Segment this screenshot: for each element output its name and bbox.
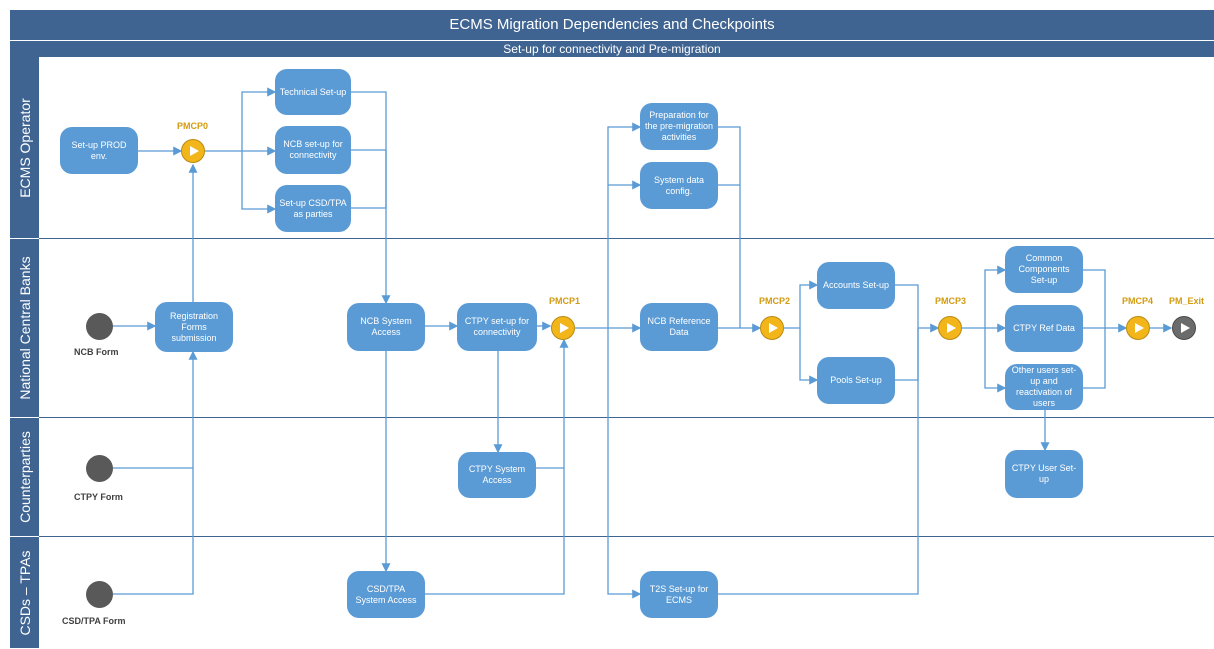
pmcp2-checkpoint-icon: [760, 316, 784, 340]
task-common-components-setup: Common Components Set-up: [1005, 246, 1083, 293]
pm-exit-label: PM_Exit: [1169, 296, 1205, 306]
task-registration-forms-submission: Registration Forms submission: [155, 302, 233, 352]
pmcp3-label: PMCP3: [935, 296, 967, 306]
lane-counterparties: Counterparties: [10, 418, 39, 537]
phase-subtitle: Set-up for connectivity and Pre-migratio…: [10, 40, 1214, 57]
connector: [984, 328, 1007, 393]
lane-ecms-operator: ECMS Operator: [10, 57, 39, 239]
csd-tpa-form-start-event: [86, 581, 113, 608]
task-other-users-setup: Other users set-up and reactivation of u…: [1005, 364, 1083, 410]
task-pools-setup: Pools Set-up: [817, 357, 895, 404]
task-preparation-premigration: Preparation for the pre-migration activi…: [640, 103, 718, 150]
task-csd-tpa-system-access: CSD/TPA System Access: [347, 571, 425, 618]
pmcp3-checkpoint-icon: [938, 316, 962, 340]
connector: [895, 284, 919, 328]
task-ncb-reference-data: NCB Reference Data: [640, 303, 718, 351]
task-ctpy-ref-data: CTPY Ref Data: [1005, 305, 1083, 352]
diagram-title: ECMS Migration Dependencies and Checkpoi…: [10, 10, 1214, 40]
task-t2s-setup-ecms: T2S Set-up for ECMS: [640, 571, 718, 618]
task-ncb-system-access: NCB System Access: [347, 303, 425, 351]
csd-tpa-form-label: CSD/TPA Form: [62, 616, 126, 626]
task-system-data-config: System data config.: [640, 162, 718, 209]
task-technical-setup: Technical Set-up: [275, 69, 351, 115]
ncb-form-label: NCB Form: [74, 347, 119, 357]
connector: [784, 280, 819, 329]
lane-divider: [39, 417, 1214, 418]
lane-divider: [39, 536, 1214, 537]
connector: [113, 468, 194, 595]
connector: [351, 150, 387, 209]
pmcp0-label: PMCP0: [177, 121, 209, 131]
pm-exit-end-icon: [1172, 316, 1196, 340]
task-ctpy-setup-connectivity: CTPY set-up for connectivity: [457, 303, 537, 351]
connector: [984, 265, 1007, 328]
connector: [895, 328, 919, 381]
lane-national-central-banks: National Central Banks: [10, 239, 39, 418]
ctpy-form-start-event: [86, 455, 113, 482]
task-ncb-setup-connectivity: NCB set-up for connectivity: [275, 126, 351, 174]
task-ctpy-system-access: CTPY System Access: [458, 452, 536, 498]
connector: [718, 328, 919, 595]
lane-divider: [39, 238, 1214, 239]
connector: [425, 468, 565, 595]
connector: [799, 328, 819, 385]
pmcp0-checkpoint-icon: [181, 139, 205, 163]
connector: [113, 350, 198, 469]
pmcp2-label: PMCP2: [759, 296, 791, 306]
connector: [241, 87, 277, 151]
task-setup-prod-env: Set-up PROD env.: [60, 127, 138, 174]
connector: [718, 126, 741, 328]
ctpy-form-label: CTPY Form: [74, 492, 123, 502]
connector: [241, 151, 277, 214]
task-ctpy-user-setup: CTPY User Set-up: [1005, 450, 1083, 498]
pmcp1-label: PMCP1: [549, 296, 581, 306]
task-accounts-setup: Accounts Set-up: [817, 262, 895, 309]
connector: [607, 328, 642, 599]
connector: [1083, 269, 1106, 328]
ncb-form-start-event: [86, 313, 113, 340]
task-setup-csd-tpa-parties: Set-up CSD/TPA as parties: [275, 185, 351, 232]
connector: [351, 91, 387, 150]
pmcp4-checkpoint-icon: [1126, 316, 1150, 340]
connector: [607, 122, 642, 328]
connector: [536, 338, 569, 469]
pmcp4-label: PMCP4: [1122, 296, 1154, 306]
connector: [1083, 328, 1106, 389]
pmcp1-checkpoint-icon: [551, 316, 575, 340]
